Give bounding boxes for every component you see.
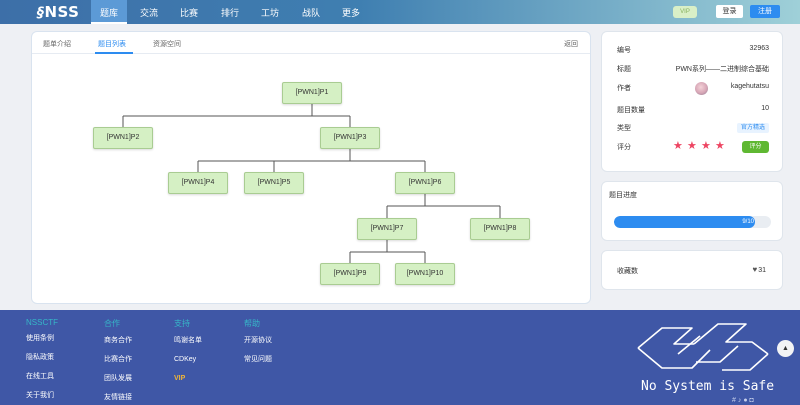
info-row-author: 作者 kagehutatsu bbox=[617, 82, 769, 95]
footer-link-tools[interactable]: 在线工具 bbox=[26, 373, 54, 380]
info-title-label: 标题 bbox=[617, 66, 631, 73]
info-row-type: 类型 官方精选 bbox=[617, 122, 769, 134]
footer-heading: 帮助 bbox=[244, 319, 260, 328]
footer-link-about[interactable]: 关于我们 bbox=[26, 392, 54, 399]
info-id-value: 32963 bbox=[749, 45, 769, 52]
nav-item-contests[interactable]: 比赛 bbox=[180, 8, 199, 18]
nav-item-workshop[interactable]: 工坊 bbox=[261, 8, 280, 18]
info-row-count: 题目数量 10 bbox=[617, 104, 769, 116]
footer-heading: 合作 bbox=[104, 319, 120, 328]
problem-node-p8[interactable]: [PWN1]P8 bbox=[470, 218, 530, 240]
progress-bar-fill bbox=[614, 216, 756, 228]
info-author-label: 作者 bbox=[617, 85, 631, 92]
progress-bar: 9/10 bbox=[614, 216, 771, 228]
heart-icon[interactable]: ♥ bbox=[752, 265, 758, 274]
footer-column-cooperation: 合作 商务合作 比赛合作 团队发展 友情链接 bbox=[104, 318, 132, 405]
progress-text: 9/10 bbox=[742, 219, 754, 225]
footer-link-business[interactable]: 商务合作 bbox=[104, 337, 132, 344]
problem-set-info-card: 编号 32963 标题 PWN系列——二进制综合基础 作者 kagehutats… bbox=[601, 31, 783, 172]
nav-item-ranking[interactable]: 排行 bbox=[221, 8, 240, 18]
tab-problem-list[interactable]: 题目列表 bbox=[98, 41, 126, 48]
problem-list-panel: 题单介绍 题目列表 资源空间 返回 [PWN1]P1 [PWN1]P2 [PWN… bbox=[31, 31, 591, 304]
type-tag: 官方精选 bbox=[736, 123, 769, 133]
vip-badge[interactable]: VIP bbox=[673, 6, 697, 18]
tab-introduction[interactable]: 题单介绍 bbox=[43, 41, 71, 48]
settings-icon[interactable]: ◘ bbox=[749, 397, 754, 404]
nss-footer-logo bbox=[637, 323, 769, 371]
nav-item-community[interactable]: 交流 bbox=[140, 8, 159, 18]
panel-tabs: 题单介绍 题目列表 资源空间 返回 bbox=[32, 32, 590, 54]
login-button[interactable]: 登录 bbox=[716, 5, 743, 18]
progress-title: 题目进度 bbox=[609, 192, 637, 199]
star-icon: ★ bbox=[673, 140, 683, 152]
bell-icon[interactable]: ♪ bbox=[737, 397, 742, 404]
info-row-rating: 评分 ★ ★ ★ ★ 评分 bbox=[617, 140, 769, 153]
problem-node-p5[interactable]: [PWN1]P5 bbox=[244, 172, 304, 194]
footer-heading: NSSCTF bbox=[26, 318, 58, 327]
info-type-label: 类型 bbox=[617, 125, 631, 132]
favorites-count[interactable]: ♥31 bbox=[752, 265, 766, 274]
problem-node-p3[interactable]: [PWN1]P3 bbox=[320, 127, 380, 149]
footer-column-nssctf: NSSCTF 使用条例 隐私政策 在线工具 关于我们 bbox=[26, 318, 58, 405]
info-row-id: 编号 32963 bbox=[617, 44, 769, 56]
active-tab-indicator bbox=[95, 52, 133, 54]
info-rating-label: 评分 bbox=[617, 144, 631, 151]
star-icon: ★ bbox=[687, 140, 697, 152]
footer-column-help: 帮助 开源协议 常见问题 bbox=[244, 318, 272, 373]
star-icon: ★ bbox=[701, 140, 711, 152]
footer-heading: 支持 bbox=[174, 319, 190, 328]
register-button[interactable]: 注册 bbox=[750, 5, 780, 18]
footer-link-license[interactable]: 开源协议 bbox=[244, 337, 272, 344]
info-title-value: PWN系列——二进制综合基础 bbox=[675, 66, 769, 73]
footer-link-vip[interactable]: VIP bbox=[174, 375, 186, 382]
nav-item-more[interactable]: 更多 bbox=[342, 8, 361, 18]
footer-link-thanks[interactable]: 鸣谢名单 bbox=[174, 337, 202, 344]
nav-item-teams[interactable]: 战队 bbox=[302, 8, 321, 18]
site-logo[interactable]: §NSS bbox=[37, 3, 80, 21]
bell-icon[interactable]: ▲ bbox=[777, 340, 794, 357]
top-nav: §NSS 题库 交流 比赛 排行 工坊 战队 更多 VIP 登录 注册 bbox=[0, 0, 800, 24]
info-count-value: 10 bbox=[761, 105, 769, 112]
footer-link-terms[interactable]: 使用条例 bbox=[26, 335, 54, 342]
nav-item-problems[interactable]: 题库 bbox=[91, 0, 128, 24]
favorites-label: 收藏数 bbox=[617, 268, 638, 275]
problem-node-p7[interactable]: [PWN1]P7 bbox=[357, 218, 417, 240]
tab-resources[interactable]: 资源空间 bbox=[153, 41, 181, 48]
problem-node-p10[interactable]: [PWN1]P10 bbox=[395, 263, 455, 285]
tree-connectors bbox=[122, 104, 501, 263]
info-count-label: 题目数量 bbox=[617, 107, 645, 114]
rate-button[interactable]: 评分 bbox=[742, 141, 769, 153]
problem-node-p2[interactable]: [PWN1]P2 bbox=[93, 127, 153, 149]
problem-node-p6[interactable]: [PWN1]P6 bbox=[395, 172, 455, 194]
footer-icon-row: # ♪ ● ◘ bbox=[732, 397, 754, 404]
footer-link-team[interactable]: 团队发展 bbox=[104, 375, 132, 382]
info-author-value[interactable]: kagehutatsu bbox=[730, 83, 769, 90]
site-footer: NSSCTF 使用条例 隐私政策 在线工具 关于我们 合作 商务合作 比赛合作 … bbox=[0, 310, 800, 405]
problem-node-p1[interactable]: [PWN1]P1 bbox=[282, 82, 342, 104]
back-link[interactable]: 返回 bbox=[564, 41, 578, 48]
problem-node-p4[interactable]: [PWN1]P4 bbox=[168, 172, 228, 194]
favorites-count-value: 31 bbox=[758, 267, 766, 274]
footer-column-support: 支持 鸣谢名单 CDKey VIP bbox=[174, 318, 202, 392]
info-row-title: 标题 PWN系列——二进制综合基础 bbox=[617, 63, 769, 75]
footer-link-cdkey[interactable]: CDKey bbox=[174, 356, 197, 363]
info-id-label: 编号 bbox=[617, 47, 631, 54]
problem-tree: [PWN1]P1 [PWN1]P2 [PWN1]P3 [PWN1]P4 [PWN… bbox=[32, 54, 590, 304]
hash-icon[interactable]: # bbox=[732, 397, 736, 404]
problem-node-p9[interactable]: [PWN1]P9 bbox=[320, 263, 380, 285]
author-avatar[interactable] bbox=[695, 82, 708, 95]
footer-link-faq[interactable]: 常见问题 bbox=[244, 356, 272, 363]
footer-link-privacy[interactable]: 隐私政策 bbox=[26, 354, 54, 361]
footer-slogan: No System is Safe bbox=[641, 379, 775, 394]
favorites-card: 收藏数 ♥31 bbox=[601, 250, 783, 290]
footer-link-contest-coop[interactable]: 比赛合作 bbox=[104, 356, 132, 363]
star-icon: ★ bbox=[715, 140, 725, 152]
chat-icon[interactable]: ● bbox=[743, 397, 748, 404]
footer-link-friends[interactable]: 友情链接 bbox=[104, 394, 132, 401]
progress-card: 题目进度 9/10 bbox=[601, 181, 783, 241]
